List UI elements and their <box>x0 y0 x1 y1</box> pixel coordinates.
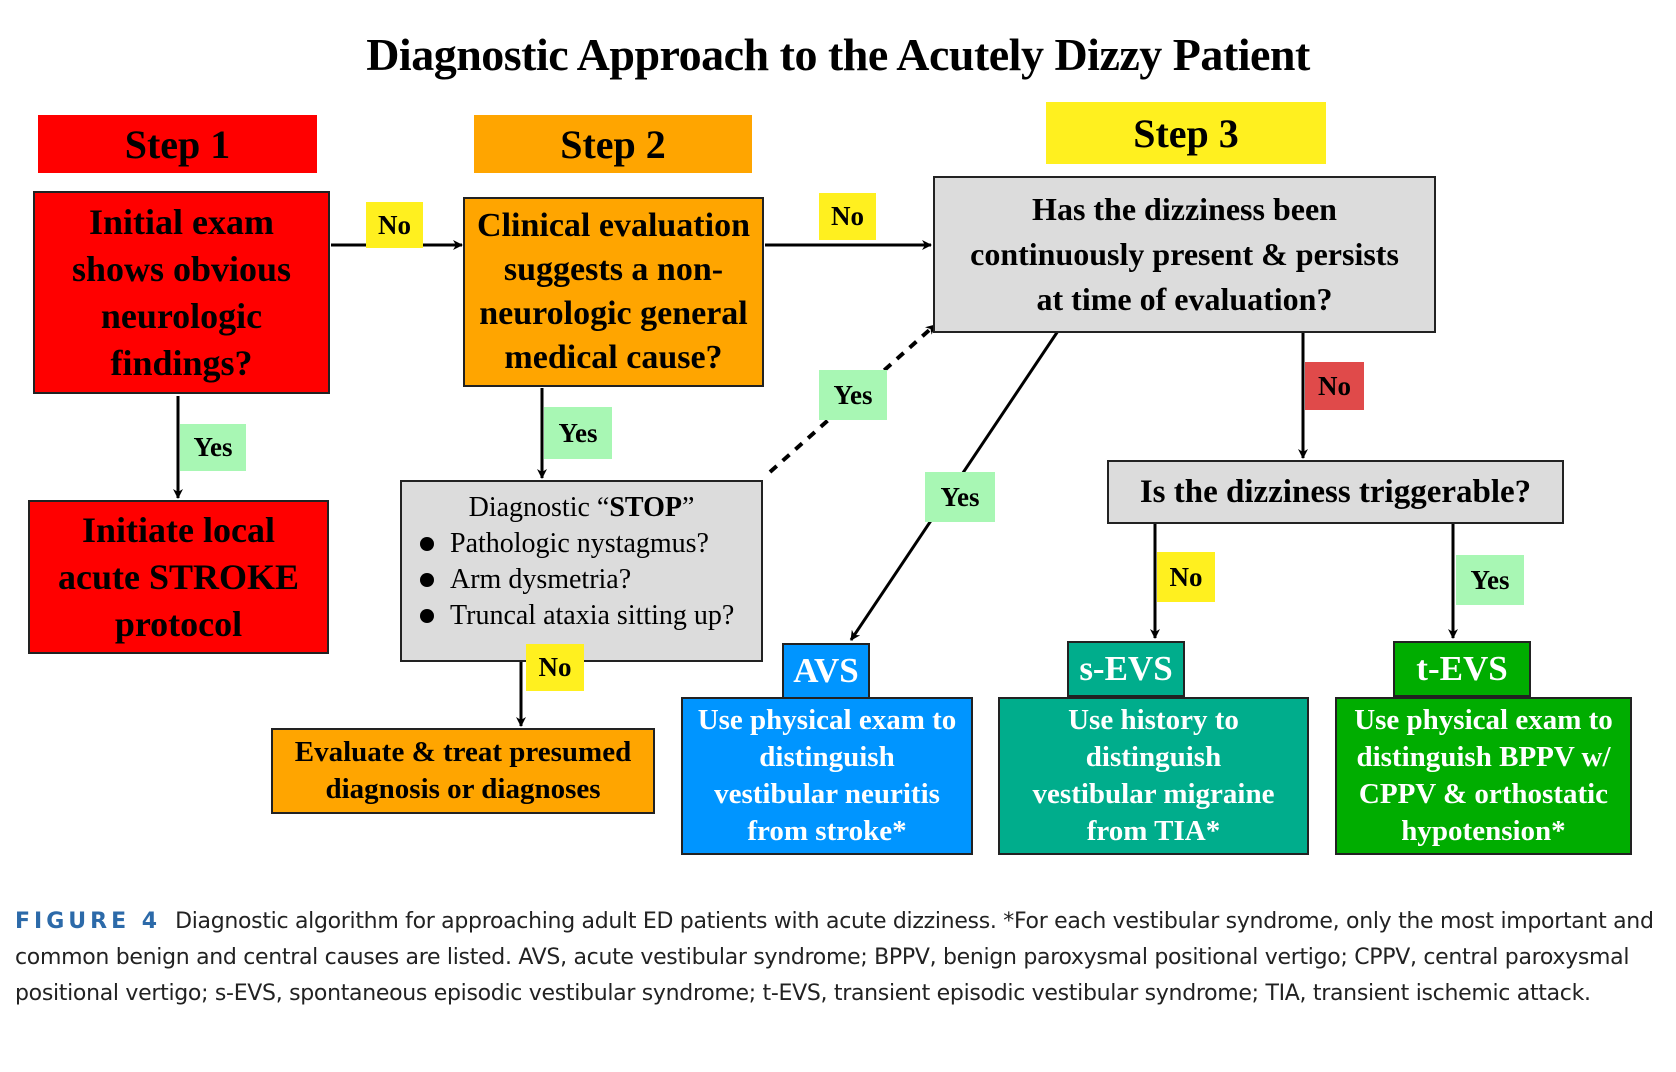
tevs-line: Use physical exam to <box>1354 704 1613 736</box>
edge-label-trigger-yes: Yes <box>1456 555 1524 605</box>
tevs-line: CPPV & orthostatic <box>1358 778 1609 810</box>
stop-title-bold: STOP <box>609 492 682 523</box>
clinical-evaluation-line: medical cause? <box>504 339 723 376</box>
initial-exam-box: Initial exam shows obvious neurologic fi… <box>33 191 330 394</box>
initial-exam-line: findings? <box>110 342 253 383</box>
initial-exam-line: neurologic <box>100 295 263 336</box>
evaluate-treat-line: Evaluate & treat presumed <box>294 736 632 768</box>
sevs-body: Use history to distinguish vestibular mi… <box>998 697 1309 855</box>
diagram-title: Diagnostic Approach to the Acutely Dizzy… <box>366 29 1310 80</box>
caption-text: Diagnostic algorithm for approaching adu… <box>15 909 1654 1006</box>
edge-label-stop-no: No <box>526 644 584 691</box>
continuous-question-line: Has the dizziness been <box>1032 191 1337 227</box>
sevs-header: s-EVS <box>1067 641 1185 697</box>
edge-label-step2-yes: Yes <box>544 407 612 459</box>
stop-item: Arm dysmetria? <box>416 562 761 598</box>
avs-line: vestibular neuritis <box>714 778 940 810</box>
continuous-question-box: Has the dizziness been continuously pres… <box>933 176 1436 333</box>
initial-exam-line: Initial exam <box>89 201 274 242</box>
edge-label-stop-yes: Yes <box>819 370 887 420</box>
avs-line: Use physical exam to <box>697 704 957 736</box>
bullet-icon <box>420 573 434 587</box>
stop-item: Truncal ataxia sitting up? <box>416 598 761 634</box>
tevs-body: Use physical exam to distinguish BPPV w/… <box>1335 697 1632 855</box>
clinical-evaluation-line: Clinical evaluation <box>477 207 750 244</box>
avs-line: distinguish <box>759 741 895 773</box>
edge-label-step1-no: No <box>366 202 423 248</box>
clinical-evaluation-line: suggests a non- <box>503 251 724 288</box>
avs-body: Use physical exam to distinguish vestibu… <box>681 697 973 855</box>
stroke-protocol-box: Initiate local acute STROKE protocol <box>28 500 329 654</box>
stroke-protocol-line: protocol <box>114 603 243 644</box>
step2-header: Step 2 <box>474 115 752 173</box>
sevs-line: vestibular migraine <box>1032 778 1275 810</box>
stop-item-text: Pathologic nystagmus? <box>450 528 709 559</box>
stop-title-prefix: Diagnostic “ <box>468 492 610 523</box>
tevs-line: distinguish BPPV w/ <box>1356 741 1611 773</box>
continuous-question-line: continuously present & persists <box>970 236 1399 272</box>
avs-line: from stroke* <box>747 815 907 847</box>
evaluate-treat-box: Evaluate & treat presumed diagnosis or d… <box>271 728 655 814</box>
bullet-icon <box>420 537 434 551</box>
continuous-question-line: at time of evaluation? <box>1036 281 1333 317</box>
edge-label-step2-no: No <box>819 193 876 240</box>
stop-item: Pathologic nystagmus? <box>416 526 761 562</box>
stop-item-text: Arm dysmetria? <box>450 564 632 595</box>
clinical-evaluation-line: neurologic general <box>479 295 748 332</box>
edge-label-step1-yes: Yes <box>180 424 246 471</box>
tevs-header: t-EVS <box>1393 641 1531 697</box>
sevs-line: Use history to <box>1068 704 1239 736</box>
evaluate-treat-line: diagnosis or diagnoses <box>325 773 601 805</box>
avs-header: AVS <box>782 643 870 699</box>
edge-label-continuous-no: No <box>1305 362 1364 410</box>
figure-label: FIGURE 4 <box>15 909 162 934</box>
stroke-protocol-line: acute STROKE <box>57 556 299 597</box>
stop-item-text: Truncal ataxia sitting up? <box>450 600 735 631</box>
edge-label-trigger-no: No <box>1157 552 1215 602</box>
clinical-evaluation-box: Clinical evaluation suggests a non- neur… <box>463 197 764 387</box>
sevs-line: from TIA* <box>1086 815 1221 847</box>
tevs-line: hypotension* <box>1401 815 1566 847</box>
diagnostic-stop-box: Diagnostic “STOP” Pathologic nystagmus? … <box>400 480 763 662</box>
edge-label-continuous-yes: Yes <box>925 472 995 522</box>
initial-exam-line: shows obvious <box>71 248 292 289</box>
triggerable-question-box: Is the dizziness triggerable? <box>1107 460 1564 524</box>
step1-header: Step 1 <box>38 115 317 173</box>
stroke-protocol-line: Initiate local <box>82 509 275 550</box>
stop-title-suffix: ” <box>681 492 695 523</box>
bullet-icon <box>420 609 434 623</box>
stop-title: Diagnostic “STOP” <box>416 490 761 526</box>
sevs-line: distinguish <box>1085 741 1222 773</box>
step3-header: Step 3 <box>1046 102 1326 164</box>
